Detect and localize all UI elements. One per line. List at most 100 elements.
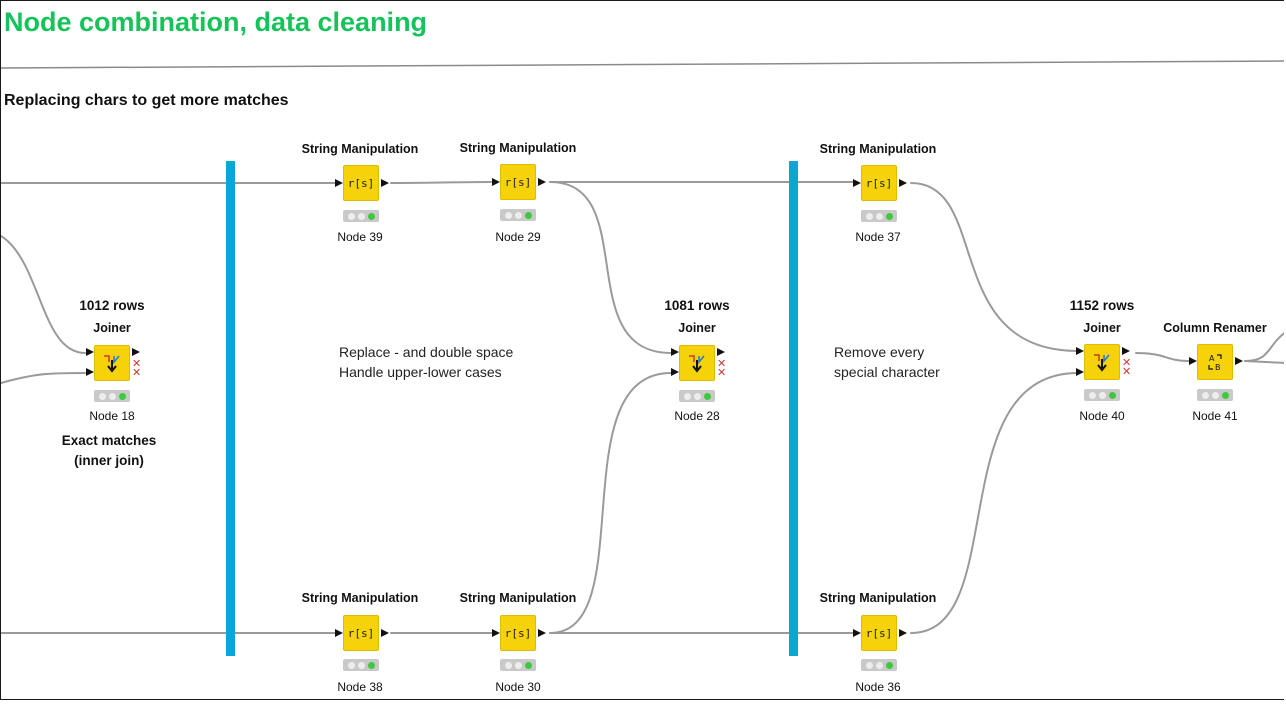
node41-column-renamer[interactable]: A B — [1197, 344, 1233, 380]
node28-type-label: Joiner — [678, 321, 716, 335]
workflow-title: Node combination, data cleaning — [4, 7, 428, 37]
wire-node40-to-node41 — [1135, 352, 1190, 362]
node18-in-port-2[interactable] — [86, 368, 94, 376]
title-divider — [1, 60, 1284, 69]
annotation-replace: Replace - and double space Handle upper-… — [339, 342, 513, 382]
node37-type-label: String Manipulation — [819, 142, 937, 156]
node29-status — [500, 209, 536, 221]
node37-status — [861, 210, 897, 222]
node40-out-port[interactable] — [1122, 347, 1130, 355]
joiner-icon — [104, 355, 120, 373]
node28-out-port-x1[interactable]: ✕ — [717, 358, 727, 370]
node36-id: Node 36 — [855, 680, 901, 694]
node37-out-port[interactable] — [899, 179, 907, 187]
node30-status — [500, 659, 536, 671]
node38-in-port[interactable] — [335, 629, 343, 637]
node39-out-port[interactable] — [381, 179, 389, 187]
node30-in-port[interactable] — [492, 629, 500, 637]
string-manipulation-icon: r[s] — [347, 626, 375, 640]
node29-out-port[interactable] — [538, 178, 546, 186]
string-manipulation-icon: r[s] — [865, 176, 893, 190]
node36-type-label: String Manipulation — [819, 591, 937, 605]
node18-out-port[interactable] — [132, 348, 140, 356]
node39-in-port[interactable] — [335, 179, 343, 187]
node28-out-port-x2[interactable]: ✕ — [717, 367, 727, 379]
node40-rows: 1152 rows — [1069, 298, 1135, 313]
node18-joiner[interactable] — [94, 345, 130, 381]
section-subtitle: Replacing chars to get more matches — [4, 92, 289, 109]
column-renamer-icon: A B — [1208, 354, 1222, 372]
node38-id: Node 38 — [337, 680, 383, 694]
node28-status — [679, 390, 715, 402]
node29-in-port[interactable] — [492, 178, 500, 186]
node38-status — [343, 659, 379, 671]
node38-out-port[interactable] — [381, 629, 389, 637]
annotation-replace-line1: Replace - and double space — [339, 344, 514, 360]
wire-node41-out — [1244, 332, 1284, 362]
wire-node41-out-2 — [1244, 360, 1284, 364]
node40-out-port-x1[interactable]: ✕ — [1122, 357, 1132, 369]
node41-out-port[interactable] — [1235, 357, 1243, 365]
node28-in-port-1[interactable] — [671, 348, 679, 356]
node18-annotation-line1: Exact matches — [61, 433, 157, 448]
node29-id: Node 29 — [495, 230, 541, 244]
node40-id: Node 40 — [1079, 409, 1125, 423]
node18-out-port-x1[interactable]: ✕ — [132, 358, 142, 370]
node28-in-port-2[interactable] — [671, 368, 679, 376]
node28-out-port[interactable] — [717, 348, 725, 356]
node18-type-label: Joiner — [93, 321, 131, 335]
wire-node37-to-node40 — [910, 182, 1079, 352]
node37-in-port[interactable] — [853, 179, 861, 187]
wire-node29-to-node28 — [549, 181, 672, 354]
node40-in-port-1[interactable] — [1076, 347, 1084, 355]
node18-annotation-line2: (inner join) — [74, 453, 144, 468]
node30-type-label: String Manipulation — [459, 591, 577, 605]
node39-string-manipulation[interactable]: r[s] — [343, 165, 379, 201]
node36-out-port[interactable] — [899, 629, 907, 637]
node41-id: Node 41 — [1192, 409, 1238, 423]
node40-in-port-2[interactable] — [1076, 368, 1084, 376]
svg-text:B: B — [1215, 363, 1221, 372]
node18-status — [94, 390, 130, 402]
node38-string-manipulation[interactable]: r[s] — [343, 615, 379, 651]
annotation-remove-line2: special character — [834, 364, 940, 380]
node18-id: Node 18 — [89, 409, 135, 423]
annotation-remove-line1: Remove every — [834, 344, 925, 360]
node39-id: Node 39 — [337, 230, 383, 244]
node28-id: Node 28 — [674, 409, 720, 423]
node37-string-manipulation[interactable]: r[s] — [861, 165, 897, 201]
node18-in-port-1[interactable] — [86, 348, 94, 356]
node30-out-port[interactable] — [538, 629, 546, 637]
node30-id: Node 30 — [495, 680, 541, 694]
node36-in-port[interactable] — [853, 629, 861, 637]
node18-rows: 1012 rows — [79, 298, 145, 313]
node18-annotation: Exact matches (inner join) — [62, 431, 157, 471]
node29-string-manipulation[interactable]: r[s] — [500, 164, 536, 200]
annotation-replace-line2: Handle upper-lower cases — [339, 364, 502, 380]
node38-type-label: String Manipulation — [301, 591, 419, 605]
string-manipulation-icon: r[s] — [347, 176, 375, 190]
svg-text:A: A — [1209, 354, 1215, 363]
string-manipulation-icon: r[s] — [865, 626, 893, 640]
node40-joiner[interactable] — [1084, 344, 1120, 380]
node41-type-label: Column Renamer — [1163, 321, 1267, 335]
node28-rows: 1081 rows — [664, 298, 730, 313]
wire-node36-to-node40 — [910, 372, 1079, 634]
node40-out-port-x2[interactable]: ✕ — [1122, 366, 1132, 378]
node18-out-port-x2[interactable]: ✕ — [132, 367, 142, 379]
node39-type-label: String Manipulation — [301, 142, 419, 156]
string-manipulation-icon: r[s] — [504, 175, 532, 189]
section-separator-2 — [789, 161, 798, 656]
node28-joiner[interactable] — [679, 345, 715, 381]
node41-in-port[interactable] — [1189, 357, 1197, 365]
wire-in-to-node18-bottom — [1, 372, 86, 384]
node40-type-label: Joiner — [1083, 321, 1121, 335]
joiner-icon — [689, 355, 705, 373]
node29-type-label: String Manipulation — [459, 141, 577, 155]
node30-string-manipulation[interactable]: r[s] — [500, 615, 536, 651]
node41-status — [1197, 389, 1233, 401]
node36-string-manipulation[interactable]: r[s] — [861, 615, 897, 651]
section-separator-1 — [226, 161, 235, 656]
